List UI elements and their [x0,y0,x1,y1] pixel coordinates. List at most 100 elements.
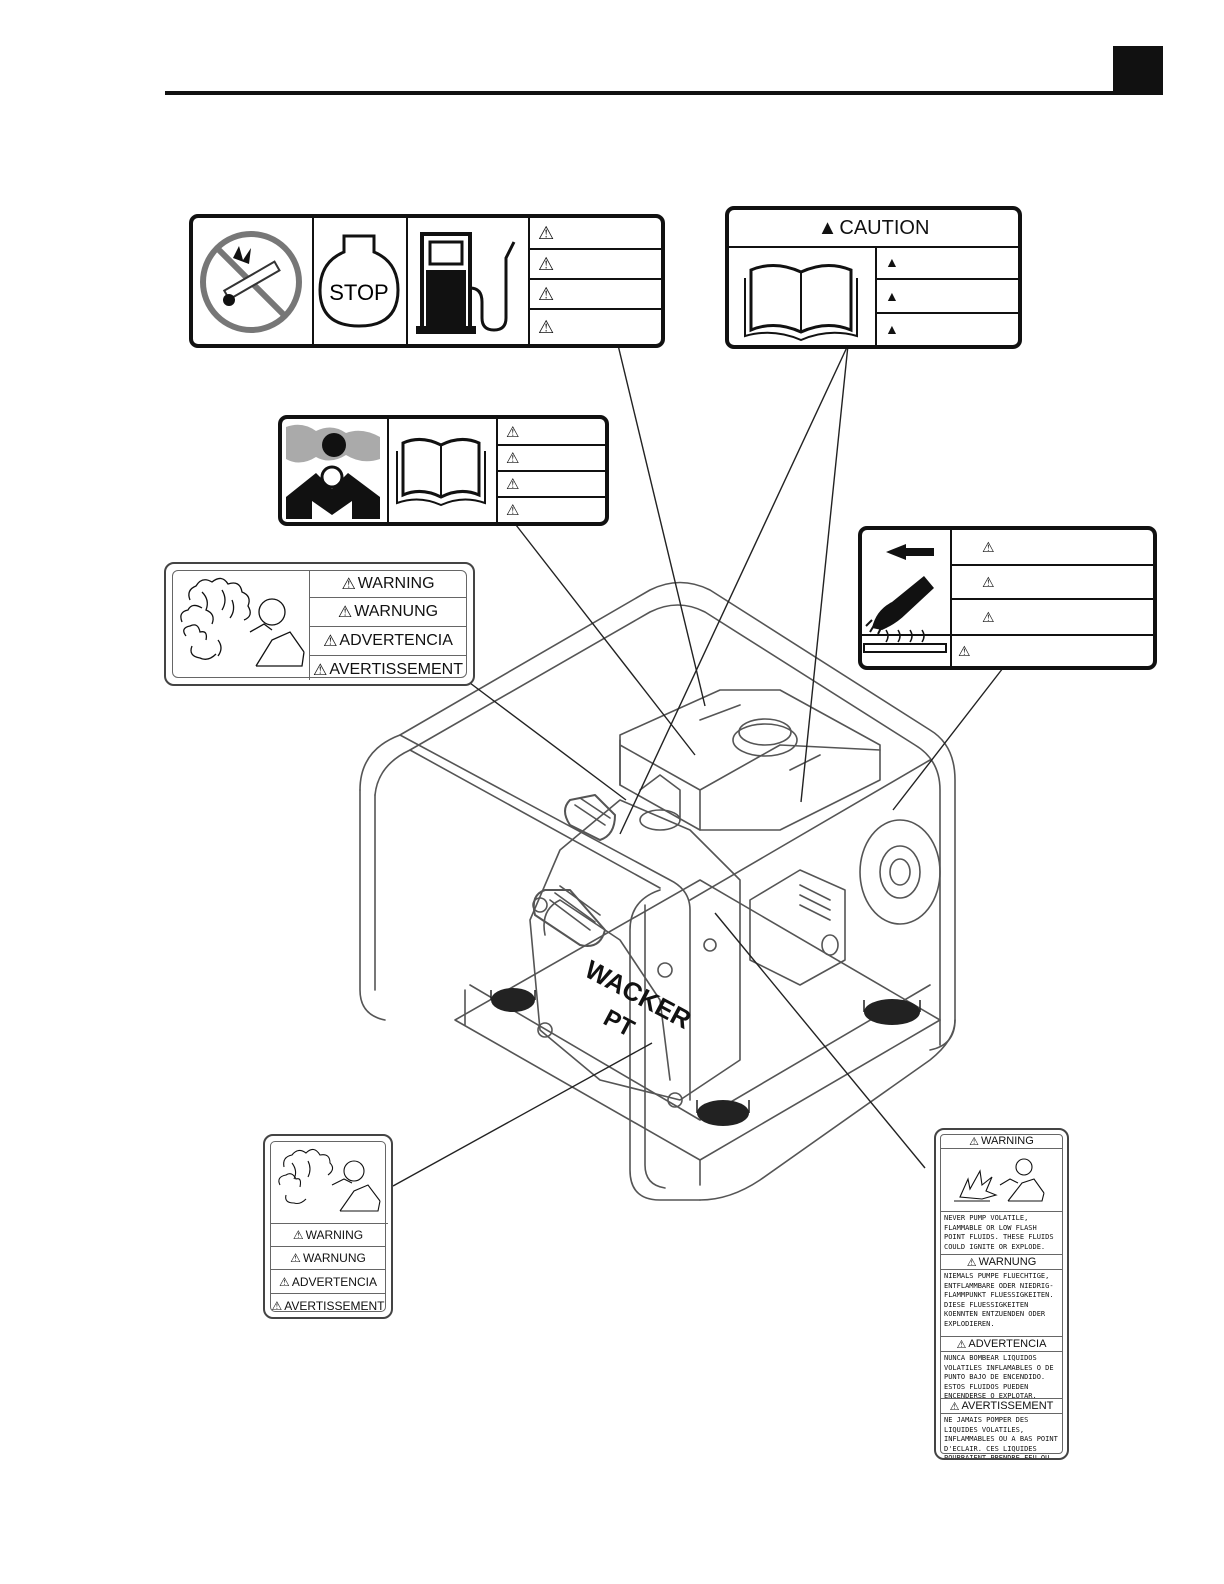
hot-surface-cell [862,530,952,666]
heading-row: ⚠AVERTISSEMENT [309,656,467,683]
flammable-cell [172,570,310,680]
warning-row: ⚠ [530,218,661,250]
model-text: PT [599,1004,639,1042]
section-text: NEVER PUMP VOLATILE, FLAMMABLE OR LOW FL… [940,1212,1063,1255]
explosion-person-icon [180,577,305,667]
warning-row: ⚠ [530,280,661,310]
warning-row: ⚠ [952,566,1153,600]
heading-text: ADVERTENCIA [339,632,453,649]
warning-triangle-icon: ⚠ [290,1251,301,1265]
section-tab [1113,46,1163,95]
frame-left-post [359,789,386,1021]
fuel-label-rows: ⚠ ⚠ ⚠ ⚠ [530,218,661,344]
caution-row: ▲ [877,314,1018,344]
heading-text: AVERTISSEMENT [284,1298,385,1313]
caution-header: ▲CAUTION [729,210,1018,248]
flammable-cell [270,1141,388,1224]
open-book-icon [744,264,858,342]
heading-row: ⚠ADVERTENCIA [309,627,467,656]
small-flammable-headings: ⚠WARNING ⚠WARNUNG ⚠ADVERTENCIA ⚠AVERTISS… [270,1223,386,1313]
warning-triangle-icon: ⚠ [982,573,995,590]
heading-text: WARNUNG [978,1256,1037,1268]
fumes-label-rows: ⚠ ⚠ ⚠ ⚠ [498,419,605,522]
toxic-fumes-icon [286,424,380,519]
warning-row: ⚠ [498,498,605,522]
warning-row: ⚠ [952,600,1153,634]
warning-triangle-icon: ⚠ [279,1274,290,1289]
warning-triangle-icon: ⚠ [982,608,995,625]
tall-flammable-warning-label: ⚠WARNING NEVER PUMP VOLATILE, FLAMMABLE … [934,1128,1069,1460]
explosion-person-icon [278,1148,381,1212]
heading-text: ADVERTENCIA [968,1338,1047,1350]
section-text: NE JAMAIS POMPER DES LIQUIDES VOLATILES,… [944,1416,1058,1460]
warning-triangle-icon: ⚠ [538,283,555,304]
caution-title: CAUTION [839,216,930,239]
section-text: NUNCA BOMBEAR LIQUIDOS VOLATILES INFLAMA… [940,1352,1063,1400]
heading-row: ⚠AVERTISSEMENT [940,1399,1063,1414]
flammable-warning-label: ⚠WARNING ⚠WARNUNG ⚠ADVERTENCIA ⚠AVERTISS… [164,562,475,686]
warning-triangle-icon: ⚠ [506,450,520,467]
warning-row: ⚠ [862,634,1153,666]
heading-row: ⚠WARNUNG [270,1247,386,1270]
warning-row: ⚠ [498,472,605,498]
hot-surface-rows: ⚠ ⚠ ⚠ [952,530,1153,666]
stop-engine-cell: STOP [314,218,408,344]
heading-text: WARNING [357,574,435,592]
heading-text: AVERTISSEMENT [329,660,463,678]
inner-border [270,1141,386,1312]
warning-triangle-icon: ⚠ [292,1227,304,1242]
heading-row: ⚠WARNUNG [940,1255,1063,1270]
no-smoking-cell [193,218,314,344]
warning-triangle-icon: ⚠ [982,538,995,555]
warning-triangle-icon: ⚠ [956,1338,967,1351]
fuel-safety-label: STOP ⚠ ⚠ ⚠ ⚠ [189,214,665,348]
warning-triangle-icon: ⚠ [538,253,555,274]
heading-row: ⚠WARNING [309,570,467,598]
heading-text: WARNUNG [354,603,439,620]
warning-triangle-icon: ⚠ [323,633,338,650]
caution-triangle-icon: ▲ [885,254,899,270]
warning-triangle-icon: ⚠ [538,316,555,337]
flammable-headings: ⚠WARNING ⚠WARNUNG ⚠ADVERTENCIA ⚠AVERTISS… [309,570,467,679]
caution-triangle-icon: ▲ [885,321,899,337]
caution-manual-label: ▲CAUTION ▲ ▲ ▲ [725,206,1022,349]
warning-triangle-icon: ⚠ [506,476,520,493]
heading-text: AVERTISSEMENT [961,1400,1054,1412]
stop-text: STOP [329,280,389,305]
warning-row: ⚠ [530,310,661,344]
fuel-pump-icon [416,232,516,334]
caution-triangle-icon: ▲ [885,288,899,304]
header-rule [165,91,1115,95]
stop-engine-icon: STOP [318,234,400,328]
warning-triangle-icon: ⚠ [313,661,328,679]
warning-triangle-icon: ⚠ [506,423,520,441]
inner-border [940,1134,1063,1454]
caution-row: ▲ [877,246,1018,280]
pump-housing [529,799,741,1101]
small-flammable-warning-label: ⚠WARNING ⚠WARNUNG ⚠ADVERTENCIA ⚠AVERTISS… [263,1134,393,1319]
engine-cover [619,689,881,831]
heading-row: ⚠AVERTISSEMENT [270,1294,386,1317]
warning-row: ⚠ [498,419,605,446]
fuel-pump-cell [408,218,530,344]
hot-surface-label: ⚠ ⚠ ⚠ ⚠ [858,526,1157,670]
caution-rows: ▲ ▲ ▲ [877,246,1018,345]
heading-row: ⚠WARNING [940,1134,1063,1149]
warning-triangle-icon: ⚠ [966,1256,977,1269]
hot-surface-icon [863,544,947,653]
manual-cell [729,246,877,345]
exhaust-fumes-label: ⚠ ⚠ ⚠ ⚠ [278,415,609,526]
explosion-person-icon [954,1158,1045,1202]
warning-row: ⚠ [530,250,661,280]
warning-triangle-icon: ⚠ [958,642,971,659]
inner-border [172,570,467,678]
warning-triangle-icon: ⚠ [538,222,555,243]
heading-row: ⚠ADVERTENCIA [270,1270,386,1294]
warning-triangle-icon: ⚠ [969,1135,980,1148]
caution-row: ▲ [877,280,1018,314]
heading-row: ⚠ADVERTENCIA [940,1337,1063,1352]
heading-text: ADVERTENCIA [291,1274,377,1289]
warning-row: ⚠ [498,446,605,472]
heading-row: ⚠WARNING [270,1223,386,1247]
